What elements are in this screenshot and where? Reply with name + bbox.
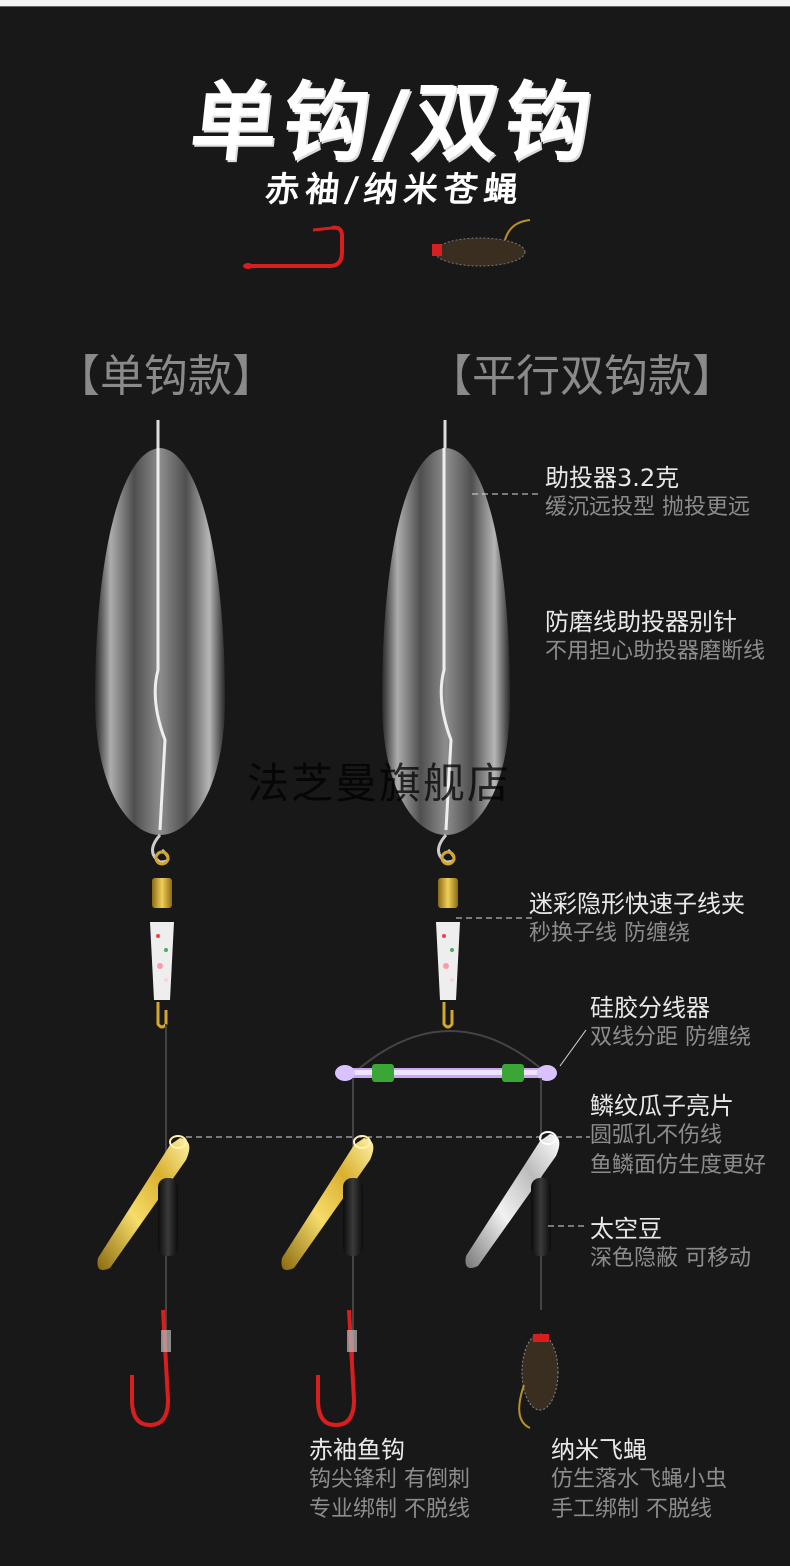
gold-spinner-blade-double	[281, 1135, 374, 1271]
swivel-snap-double	[436, 850, 460, 1029]
nano-fly-icon	[432, 219, 531, 267]
space-bead-single	[158, 1178, 178, 1256]
annotation-title: 防磨线助投器别针	[545, 608, 737, 636]
annotation-spinner-blade: 鳞纹瓜子亮片 圆弧孔不伤线 鱼鳞面仿生度更好	[590, 1091, 766, 1181]
gold-spinner-blade-single	[97, 1135, 190, 1271]
store-watermark: 法芝曼旗舰店	[247, 759, 512, 808]
space-bead-double-left	[343, 1178, 363, 1256]
annotation-casting-float: 助投器3.2克 缓沉远投型 抛投更远	[545, 463, 750, 523]
annotation-space-bead: 太空豆 深色隐蔽 可移动	[590, 1214, 751, 1274]
space-bead-double-right	[531, 1178, 551, 1256]
annotation-title: 助投器3.2克	[545, 464, 680, 492]
annotation-title: 硅胶分线器	[590, 994, 710, 1022]
annotation-line: 秒换子线 防缠绕	[529, 921, 690, 946]
annotation-title: 纳米飞蝇	[551, 1436, 647, 1464]
annotation-line: 不用担心助投器磨断线	[545, 639, 766, 664]
casting-float-single	[95, 420, 225, 864]
silver-spinner-blade	[465, 1131, 560, 1269]
annotation-anti-wear-pin: 防磨线助投器别针 不用担心助投器磨断线	[545, 607, 765, 667]
swivel-snap-single	[150, 850, 174, 1029]
annotation-nano-fly: 纳米飞蝇 仿生落水飞蝇小虫 手工绑制 不脱线	[551, 1435, 727, 1525]
annotation-title: 鳞纹瓜子亮片	[590, 1092, 734, 1120]
annotation-line: 专业绑制 不脱线	[309, 1497, 470, 1522]
annotation-line: 圆弧孔不伤线	[590, 1123, 723, 1148]
annotation-line: 双线分距 防缠绕	[590, 1025, 751, 1050]
casting-float-double	[382, 420, 510, 864]
top-strip	[0, 0, 790, 7]
splitter-connector	[559, 1029, 587, 1067]
annotation-line: 缓沉远投型 抛投更远	[545, 495, 750, 520]
nano-fly-lure	[518, 1333, 559, 1429]
red-hook-single	[130, 1309, 171, 1428]
silicone-splitter	[335, 1030, 557, 1082]
annotation-line: 深色隐蔽 可移动	[590, 1246, 751, 1271]
annotation-title: 迷彩隐形快速子线夹	[529, 890, 745, 918]
annotation-quick-snap: 迷彩隐形快速子线夹 秒换子线 防缠绕	[529, 889, 745, 949]
annotation-line: 仿生落水飞蝇小虫	[551, 1467, 728, 1492]
red-hook-double	[316, 1309, 357, 1428]
red-hook-icon	[243, 225, 344, 269]
annotation-title: 太空豆	[590, 1215, 662, 1243]
annotation-silicone-splitter: 硅胶分线器 双线分距 防缠绕	[590, 993, 751, 1053]
section-label-parallel-double-hook: 【平行双钩款】	[428, 351, 736, 402]
annotation-line: 鱼鳞面仿生度更好	[590, 1153, 767, 1178]
annotation-red-hook: 赤袖鱼钩 钩尖锋利 有倒刺 专业绑制 不脱线	[309, 1435, 470, 1525]
annotation-line: 手工绑制 不脱线	[551, 1497, 712, 1522]
annotation-line: 钩尖锋利 有倒刺	[309, 1467, 470, 1492]
connector-lines	[186, 493, 590, 1227]
annotation-title: 赤袖鱼钩	[309, 1436, 405, 1464]
section-label-single-hook: 【单钩款】	[56, 351, 276, 402]
